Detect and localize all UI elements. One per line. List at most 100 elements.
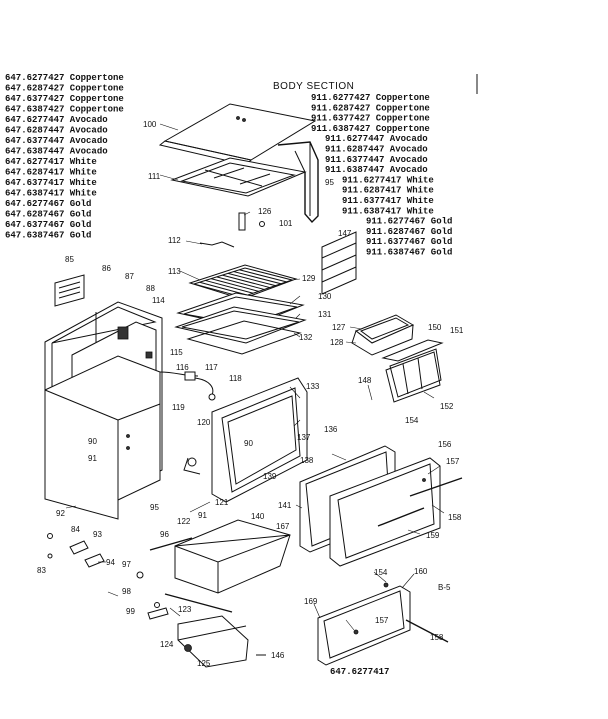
model-number-entry: 911.6277447 Avocado <box>325 134 428 144</box>
part-label: 157 <box>375 616 389 625</box>
part-label: 117 <box>205 363 218 372</box>
part-label: 133 <box>306 382 320 391</box>
part-label: 121 <box>215 498 229 507</box>
part-label: 160 <box>414 567 428 576</box>
back-label-plate <box>54 274 85 307</box>
part-label: 94 <box>106 558 115 567</box>
part-label: 154 <box>405 416 419 425</box>
top-panel <box>158 103 317 166</box>
center-post <box>238 212 265 231</box>
part-label: 147 <box>338 229 352 238</box>
bottom-hardware <box>47 533 266 668</box>
part-label: 132 <box>299 333 313 342</box>
leader-lines <box>65 123 445 631</box>
part-label: 127 <box>332 323 346 332</box>
part-label: 95 <box>150 503 159 512</box>
part-label: 131 <box>318 310 332 319</box>
part-label: 115 <box>170 348 183 357</box>
part-label: 167 <box>276 522 290 531</box>
part-label: 152 <box>440 402 454 411</box>
part-label: 169 <box>304 597 318 606</box>
rack-wire <box>216 276 265 290</box>
model-number-entry: 647.6377467 Gold <box>5 220 91 230</box>
part-label: 90 <box>88 437 97 446</box>
rack-wire <box>199 281 248 296</box>
model-number-entry: 647.6277447 Avocado <box>5 115 108 125</box>
part-label: 119 <box>172 403 185 412</box>
model-number-entry: 647.6377427 Coppertone <box>5 94 124 104</box>
model-number-entry: 647.6287467 Gold <box>5 210 91 220</box>
model-number-entry: 647.6287427 Coppertone <box>5 84 124 94</box>
part-label: 118 <box>229 374 242 383</box>
part-label: 98 <box>122 587 131 596</box>
part-label: 85 <box>65 255 74 264</box>
part-label: 159 <box>426 531 440 540</box>
model-number-entry: 911.6387467 Gold <box>366 248 452 258</box>
part-label: 97 <box>122 560 131 569</box>
rack-wire <box>222 274 270 289</box>
part-label: 83 <box>37 566 46 575</box>
model-number-entry: 911.6387427 Coppertone <box>311 124 430 134</box>
storage-drawer <box>149 519 291 594</box>
model-number-entry: 647.6387427 Coppertone <box>5 105 124 115</box>
part-label: 150 <box>428 323 442 332</box>
part-label: 139 <box>263 472 277 481</box>
model-number-entry: 911.6287417 White <box>342 186 434 196</box>
part-label: 114 <box>152 296 165 305</box>
part-label: 140 <box>251 512 265 521</box>
part-label: B-5 <box>438 583 451 592</box>
model-number-entry: 911.6377427 Coppertone <box>311 114 430 124</box>
model-number-entry: 911.6287447 Avocado <box>325 145 428 155</box>
part-label: 148 <box>358 376 372 385</box>
model-number-entry: 911.6377417 White <box>342 196 434 206</box>
burner-box <box>170 141 319 224</box>
burner-element-stack <box>381 339 444 403</box>
part-labels: 100 111 95 126 101 112 147 85 86 87 88 1… <box>37 120 464 668</box>
side-wall-panel <box>44 355 161 520</box>
model-number-entry: 911.6287427 Coppertone <box>311 103 430 113</box>
rack-wire <box>227 272 276 287</box>
part-label: 112 <box>168 236 181 245</box>
part-label: 91 <box>88 454 97 463</box>
model-number-entry: 911.6277467 Gold <box>366 217 452 227</box>
side-trim-panel <box>321 231 357 295</box>
part-label: 84 <box>71 525 80 534</box>
part-label: 96 <box>160 530 169 539</box>
part-label: 128 <box>330 338 344 347</box>
part-label: 146 <box>271 651 285 660</box>
part-label: 101 <box>279 219 293 228</box>
model-number-entry: 647.6377447 Avocado <box>5 136 108 146</box>
part-label: 99 <box>126 607 135 616</box>
part-label: 138 <box>300 456 314 465</box>
lower-door-panel <box>317 582 449 666</box>
model-number-entry: 647.6287417 White <box>5 168 97 178</box>
part-label: 122 <box>177 517 191 526</box>
part-label: 129 <box>302 274 316 283</box>
model-number-entry: 911.6277417 White <box>342 175 434 185</box>
rack-wire <box>210 278 259 292</box>
part-label: 157 <box>446 457 460 466</box>
part-label: 111 <box>148 172 161 181</box>
broiler-pan-set <box>174 292 307 355</box>
model-number-entry: 647.6387467 Gold <box>5 231 91 241</box>
part-label: 120 <box>197 418 211 427</box>
model-number-entry: 911.6377447 Avocado <box>325 155 428 165</box>
part-label: 156 <box>438 440 452 449</box>
oven-door-frame <box>183 377 308 503</box>
broiler-pan <box>351 314 415 356</box>
part-label: 158 <box>430 633 444 642</box>
part-label: 90 <box>244 439 253 448</box>
oven-door-glass <box>299 445 463 567</box>
part-label: 116 <box>176 363 189 372</box>
model-number-entry: 911.6277427 Coppertone <box>311 93 430 103</box>
model-number-entry: 647.6287447 Avocado <box>5 126 108 136</box>
part-label: 151 <box>450 326 464 335</box>
model-number-entry: 647.6387417 White <box>5 189 97 199</box>
rack-wire <box>233 271 282 285</box>
part-label: 86 <box>102 264 111 273</box>
model-number-entry: 911.6287467 Gold <box>366 227 452 237</box>
model-number-entry: 647.6277467 Gold <box>5 199 91 209</box>
hanger-clip <box>199 241 235 248</box>
